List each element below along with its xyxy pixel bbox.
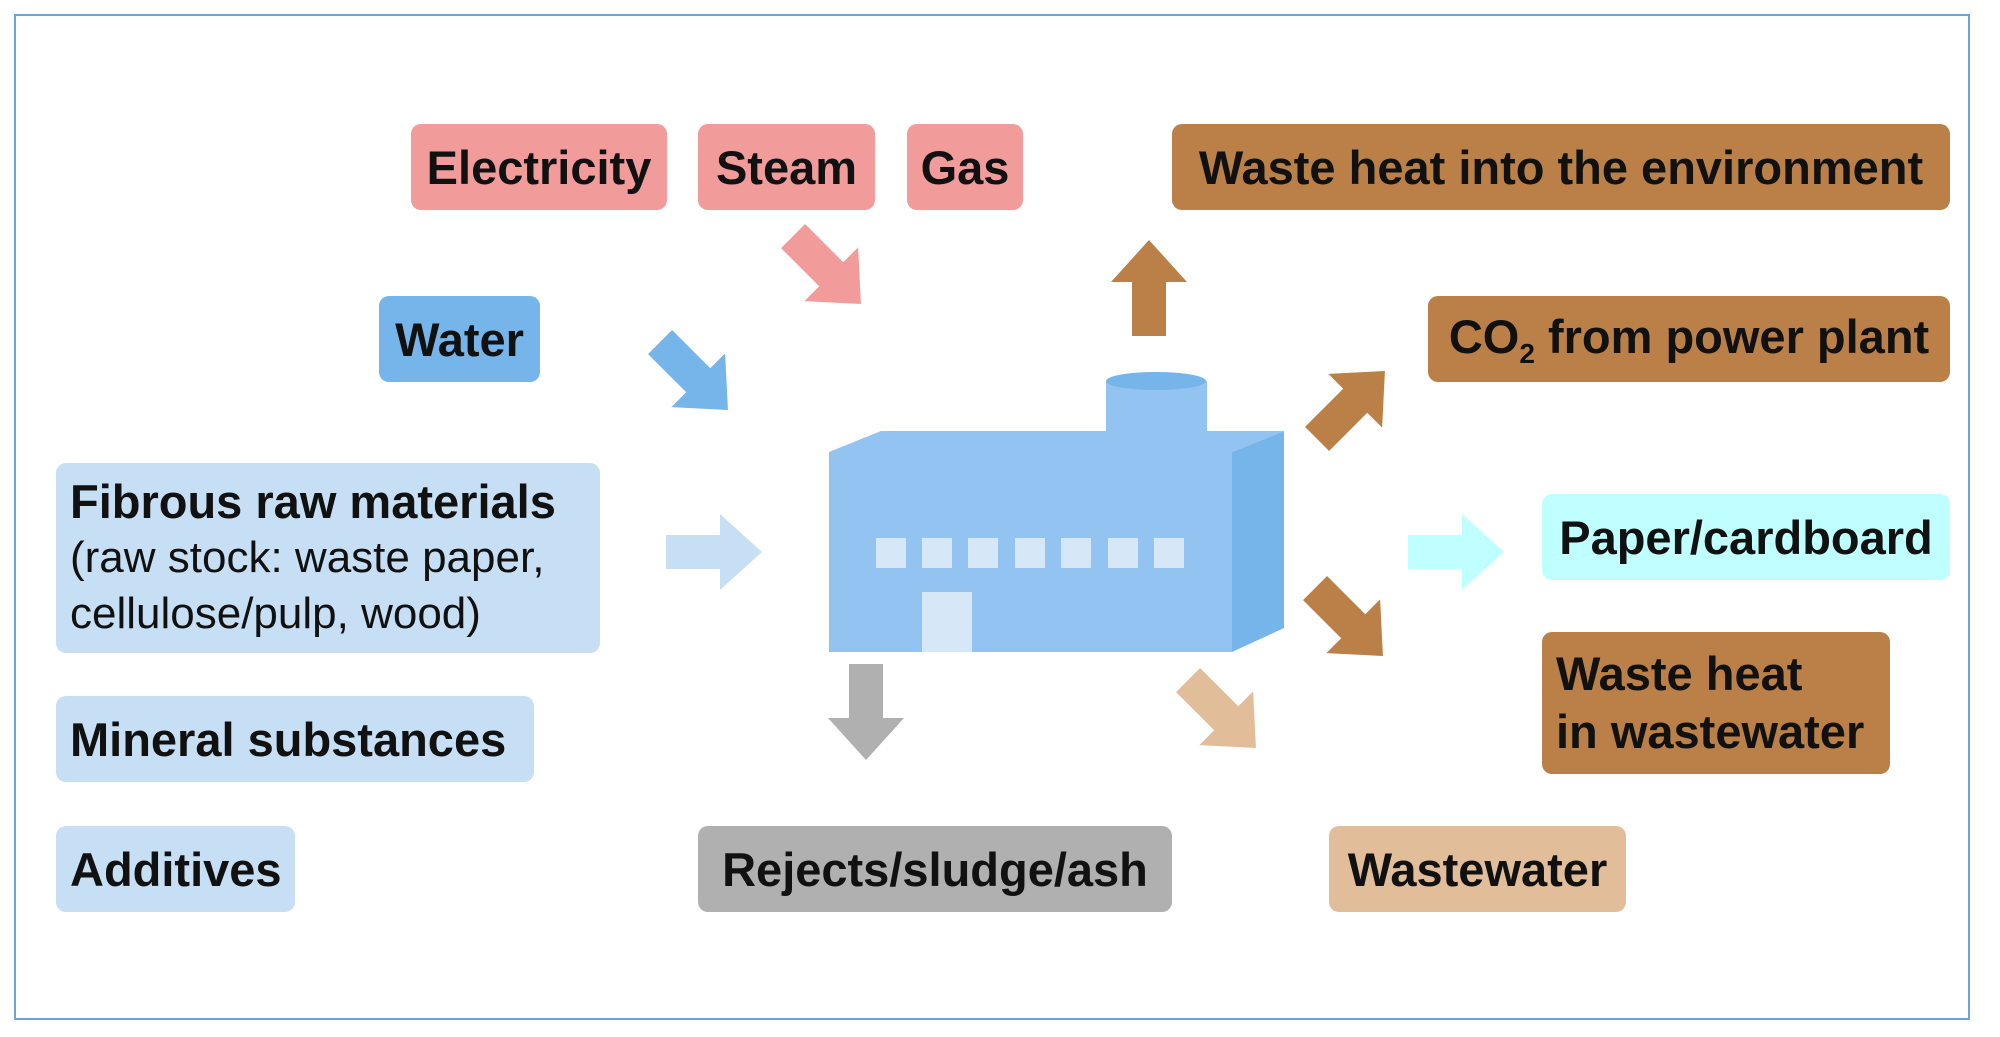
electricity-label: Electricity: [426, 140, 652, 194]
paper-cardboard-box: Paper/cardboard: [1542, 494, 1950, 580]
factory-chimney-top: [1106, 372, 1206, 390]
rejects-sludge-ash-box: Rejects/sludge/ash: [698, 826, 1172, 912]
waste-heat-wastewater-arrow: [1288, 561, 1410, 683]
waste-heat-wastewater-box: Waste heat in wastewater: [1542, 632, 1890, 774]
steam-box: Steam: [698, 124, 875, 210]
waste-heat-environment-arrow: [1111, 240, 1187, 336]
factory-door: [922, 592, 972, 652]
waste-heat-ww-line1: Waste heat: [1556, 647, 1803, 700]
waste-heat-environment-box: Waste heat into the environment: [1172, 124, 1950, 210]
fibrous-line2: cellulose/pulp, wood): [70, 589, 481, 638]
additives-box: Additives: [56, 826, 295, 912]
waste-heat-ww-line2: in wastewater: [1556, 705, 1865, 758]
fibrous-title: Fibrous raw materials: [70, 475, 556, 528]
wastewater-arrow: [1161, 653, 1283, 775]
water-label: Water: [395, 312, 524, 366]
diagram-frame: [14, 14, 1970, 1020]
factory-windows: [876, 538, 1184, 568]
gas-label: Gas: [920, 140, 1010, 194]
fibrous-raw-materials-box: Fibrous raw materials (raw stock: waste …: [56, 463, 600, 653]
energy-arrow: [766, 209, 888, 331]
water-box: Water: [379, 296, 540, 382]
steam-label: Steam: [715, 140, 858, 194]
additives-label: Additives: [70, 842, 282, 896]
mineral-label: Mineral substances: [70, 712, 507, 766]
co2-power-plant-box: CO2 from power plant: [1428, 296, 1950, 382]
wastewater-box: Wastewater: [1329, 826, 1626, 912]
wastewater-label: Wastewater: [1347, 842, 1608, 896]
rejects-arrow: [828, 664, 904, 760]
co2-arrow: [1290, 344, 1412, 466]
mineral-substances-box: Mineral substances: [56, 696, 534, 782]
paper-cardboard-label: Paper/cardboard: [1559, 510, 1933, 564]
factory-icon: [829, 372, 1284, 652]
rejects-label: Rejects/sludge/ash: [722, 842, 1148, 896]
factory-roof: [829, 431, 1284, 452]
waste-heat-environment-label: Waste heat into the environment: [1198, 140, 1924, 194]
factory-side: [1232, 431, 1284, 652]
fibrous-line1: (raw stock: waste paper,: [70, 533, 545, 582]
co2-label: CO2 from power plant: [1448, 309, 1930, 369]
paper-arrow: [1408, 514, 1504, 590]
water-arrow: [633, 315, 755, 437]
fibrous-arrow: [666, 514, 762, 590]
electricity-box: Electricity: [411, 124, 667, 210]
gas-box: Gas: [907, 124, 1023, 210]
